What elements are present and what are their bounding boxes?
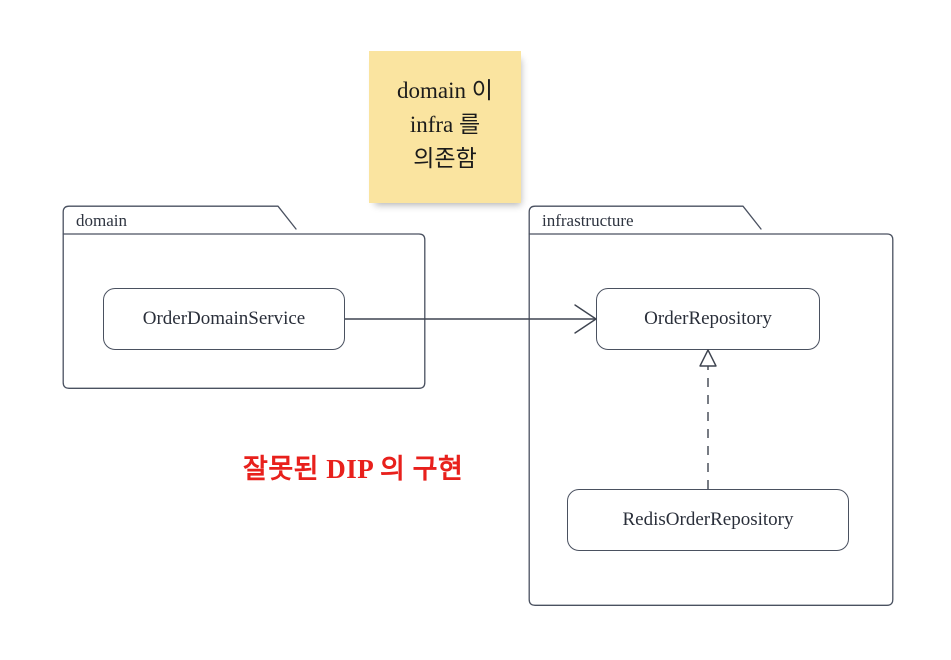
sticky-note-line-3: 의존함 (413, 146, 477, 171)
package-label-domain: domain (76, 211, 127, 230)
sticky-note[interactable]: domain 이 infra 를 의존함 (369, 51, 521, 203)
sticky-note-line-1: domain 이 (397, 78, 493, 103)
package-label-infrastructure: infrastructure (542, 211, 634, 230)
class-label-order-domain-service: OrderDomainService (142, 308, 306, 329)
caption-wrong-dip: 잘못된 DIP 의 구현 (243, 454, 464, 484)
sticky-note-line-2: infra 를 (409, 112, 481, 137)
package-tab-outline (62, 205, 297, 235)
class-label-redis-order-repository: RedisOrderRepository (622, 509, 794, 530)
package-tab-outline (528, 205, 762, 235)
class-box-redis-order-repository[interactable]: RedisOrderRepository (567, 489, 849, 551)
class-box-order-repository[interactable]: OrderRepository (596, 288, 820, 350)
class-label-order-repository: OrderRepository (644, 308, 772, 329)
class-box-order-domain-service[interactable]: OrderDomainService (103, 288, 345, 350)
